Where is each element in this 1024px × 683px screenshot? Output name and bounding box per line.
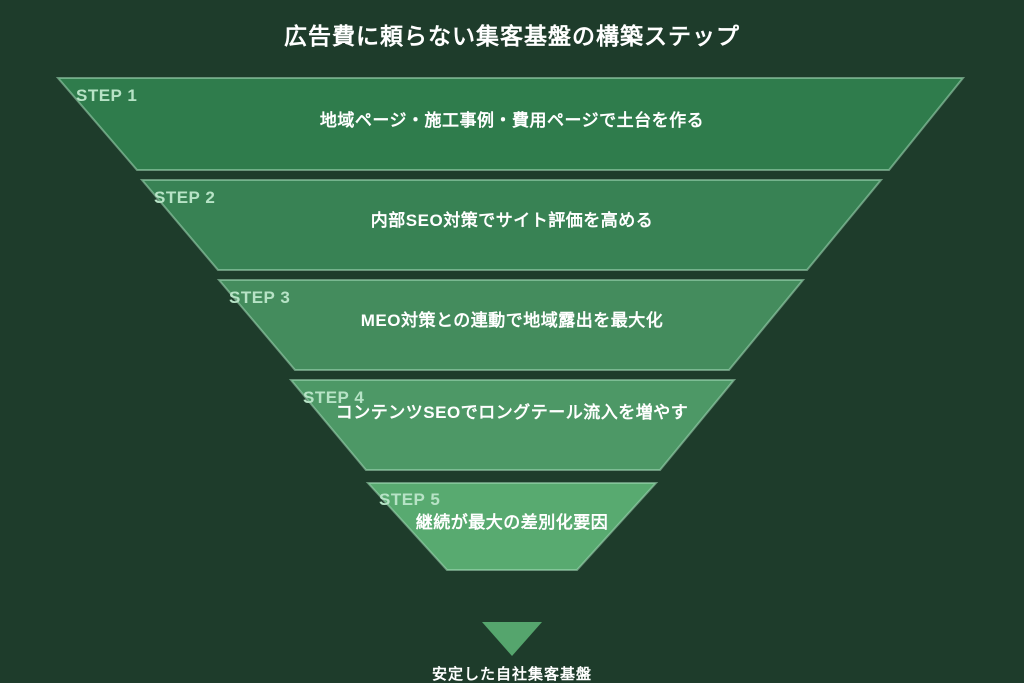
step-2-text: 内部SEO対策でサイト評価を高める (370, 211, 654, 230)
funnel-step-2-shape (139, 179, 884, 271)
step-4-label: STEP 4 (303, 388, 365, 407)
down-arrow-icon (482, 622, 542, 656)
step-5-text: 継続が最大の差別化要因 (415, 513, 609, 532)
funnel-step-5-shape (365, 482, 659, 571)
funnel-step-1-shape (55, 77, 966, 171)
step-4-text: コンテンツSEOでロングテール流入を増やす (335, 403, 689, 422)
funnel-step-4-shape (288, 379, 737, 471)
page-title: 広告費に頼らない集客基盤の構築ステップ (284, 23, 740, 49)
funnel-step-3-shape (216, 279, 806, 371)
step-5-label: STEP 5 (379, 490, 441, 509)
step-2-label: STEP 2 (154, 188, 216, 207)
step-3-text: MEO対策との連動で地域露出を最大化 (360, 311, 664, 330)
step-1-label: STEP 1 (76, 86, 138, 105)
step-3-label: STEP 3 (229, 288, 291, 307)
step-1-text: 地域ページ・施工事例・費用ページで土台を作る (319, 111, 705, 130)
outcome-label: 安定した自社集客基盤 (431, 666, 592, 683)
